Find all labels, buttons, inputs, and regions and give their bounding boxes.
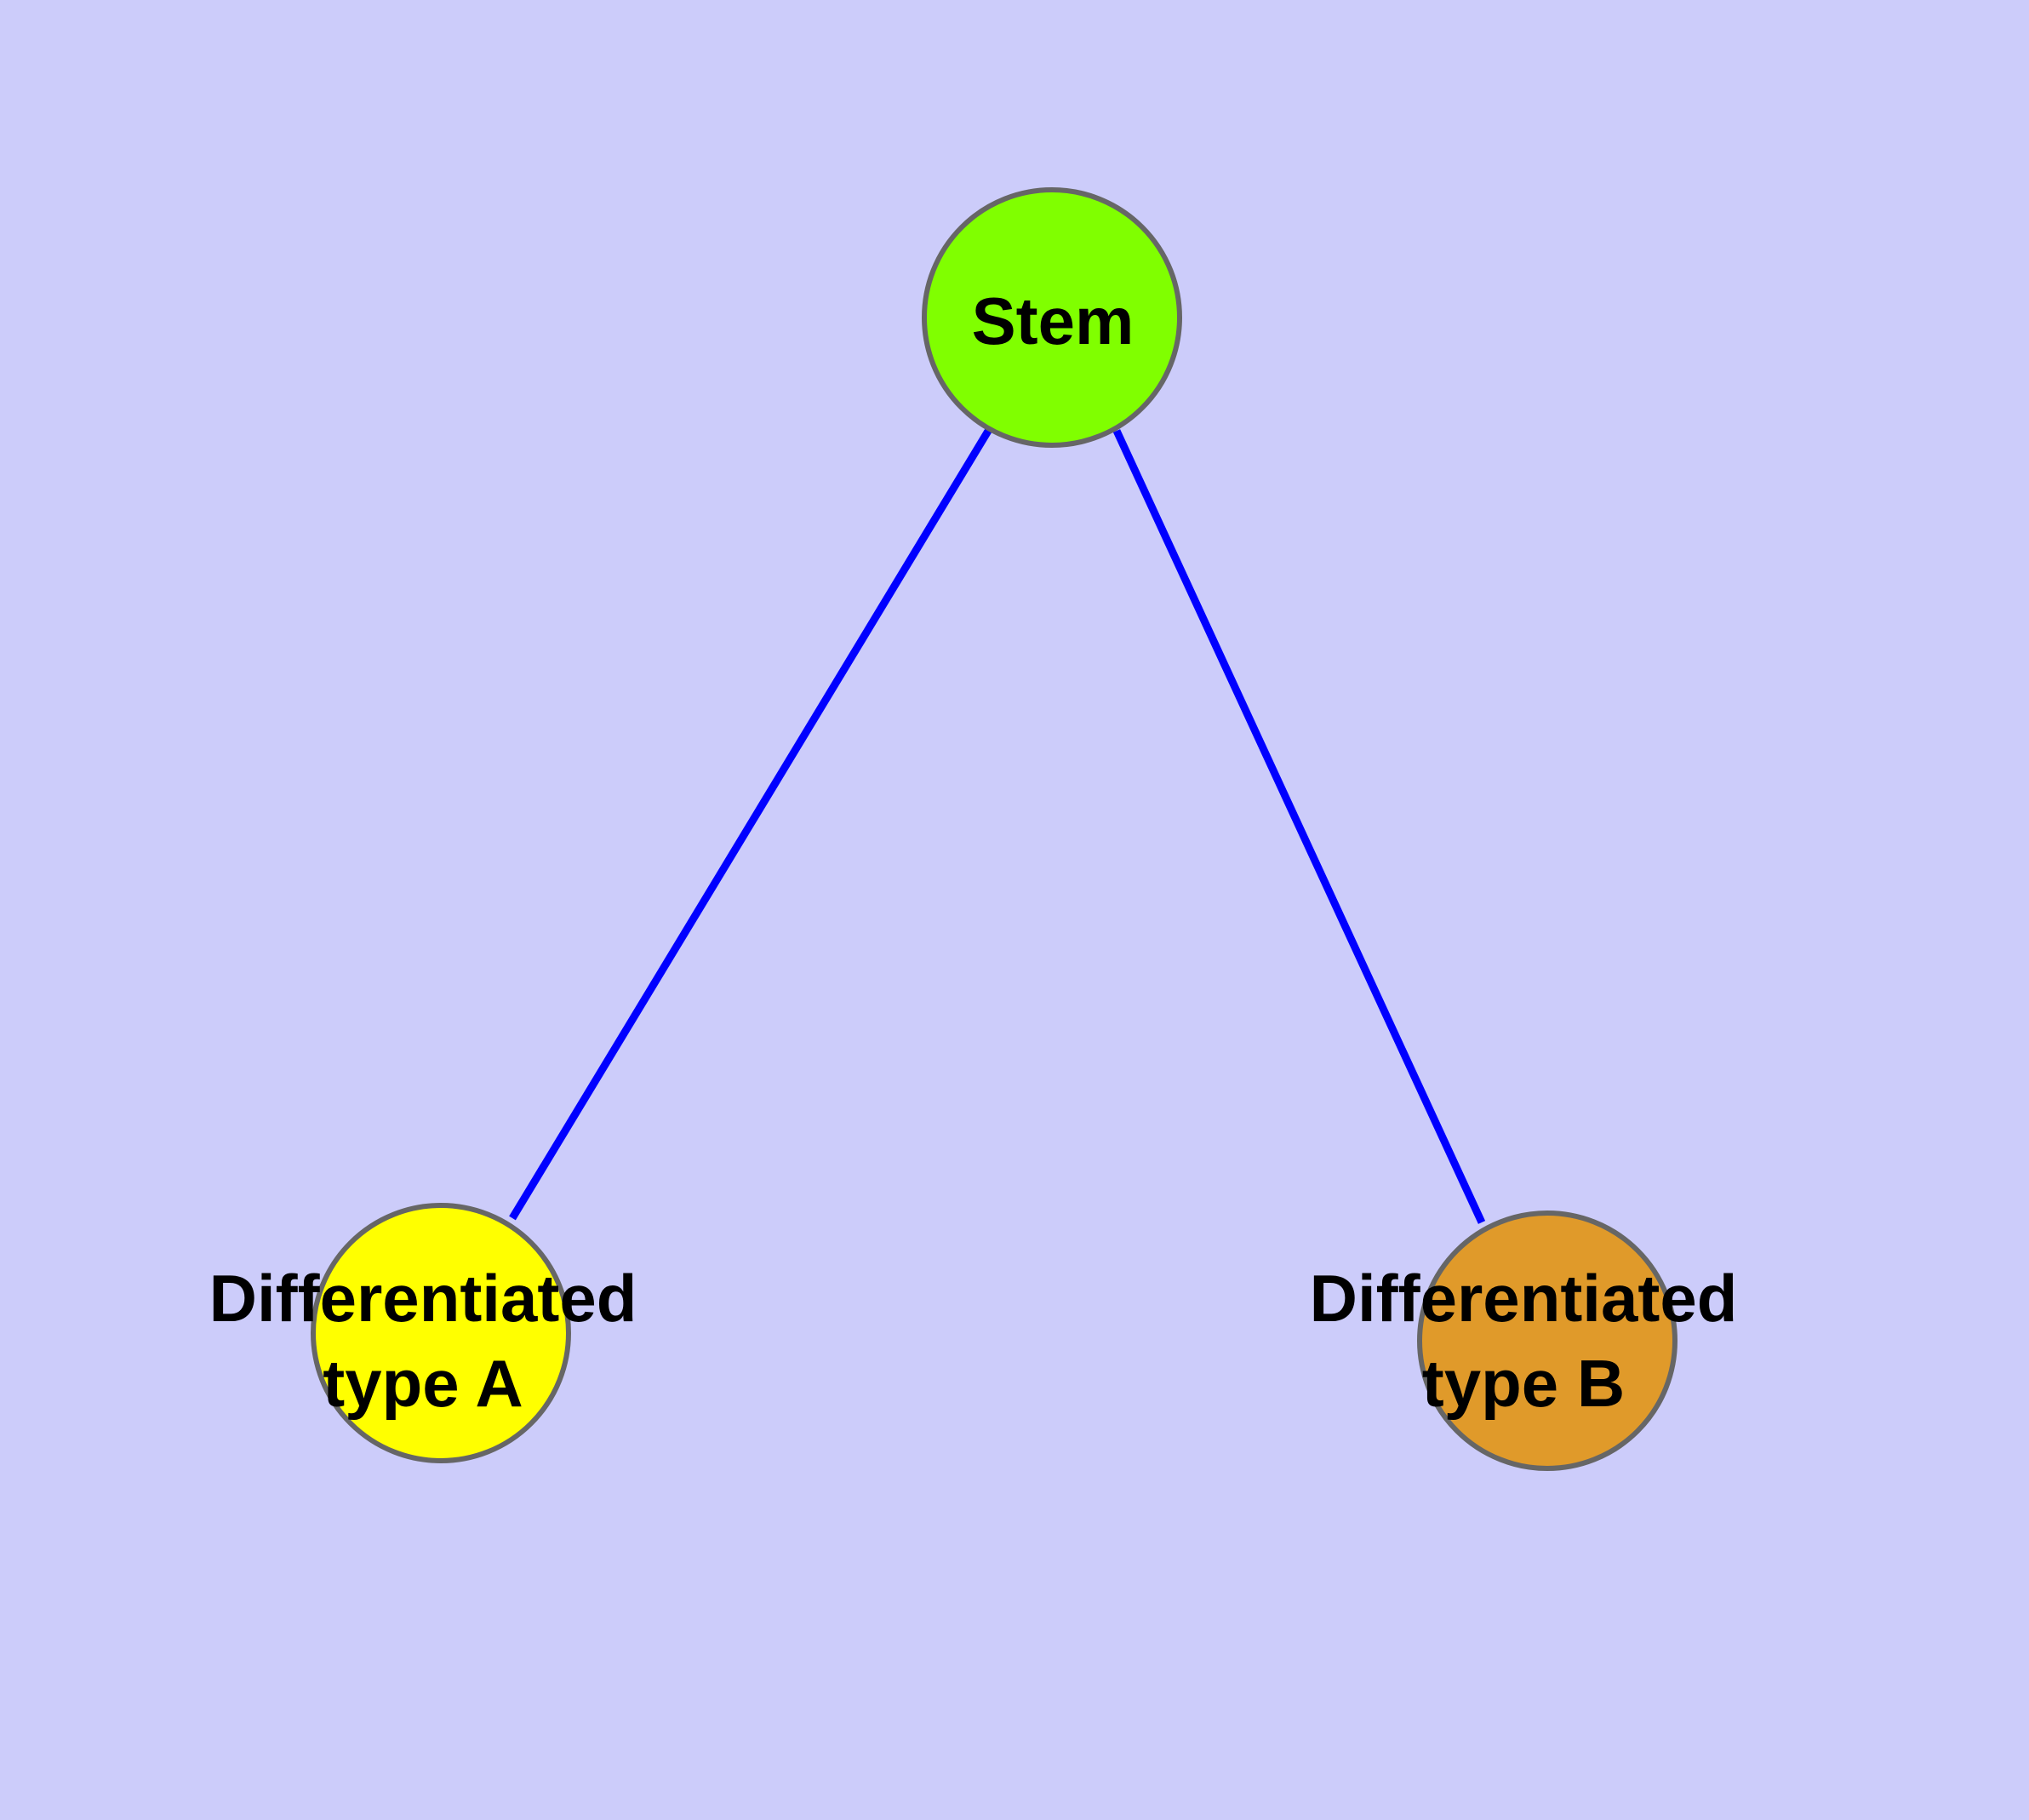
edges-layer bbox=[509, 426, 1486, 1224]
node-diff_b[interactable] bbox=[1417, 1210, 1677, 1471]
edge-stem-to-diff_b[interactable] bbox=[1112, 429, 1486, 1224]
node-label-line: Differentiated bbox=[1310, 1261, 1738, 1336]
edge-stem-to-diff_a[interactable] bbox=[509, 426, 993, 1221]
nodes-layer bbox=[311, 187, 1677, 1471]
node-stem[interactable] bbox=[922, 187, 1182, 448]
node-label-line: Differentiated bbox=[209, 1261, 637, 1336]
node-label-stem: Stem bbox=[972, 283, 1135, 358]
node-diff_a[interactable] bbox=[311, 1203, 571, 1463]
node-label-diff_b: Differentiated type B bbox=[1310, 1261, 1738, 1421]
node-label-line: type B bbox=[1422, 1346, 1625, 1421]
node-label-line: type A bbox=[323, 1346, 523, 1421]
node-label-diff_a: Differentiated type A bbox=[209, 1261, 637, 1421]
node-label-line: Stem bbox=[972, 283, 1135, 358]
